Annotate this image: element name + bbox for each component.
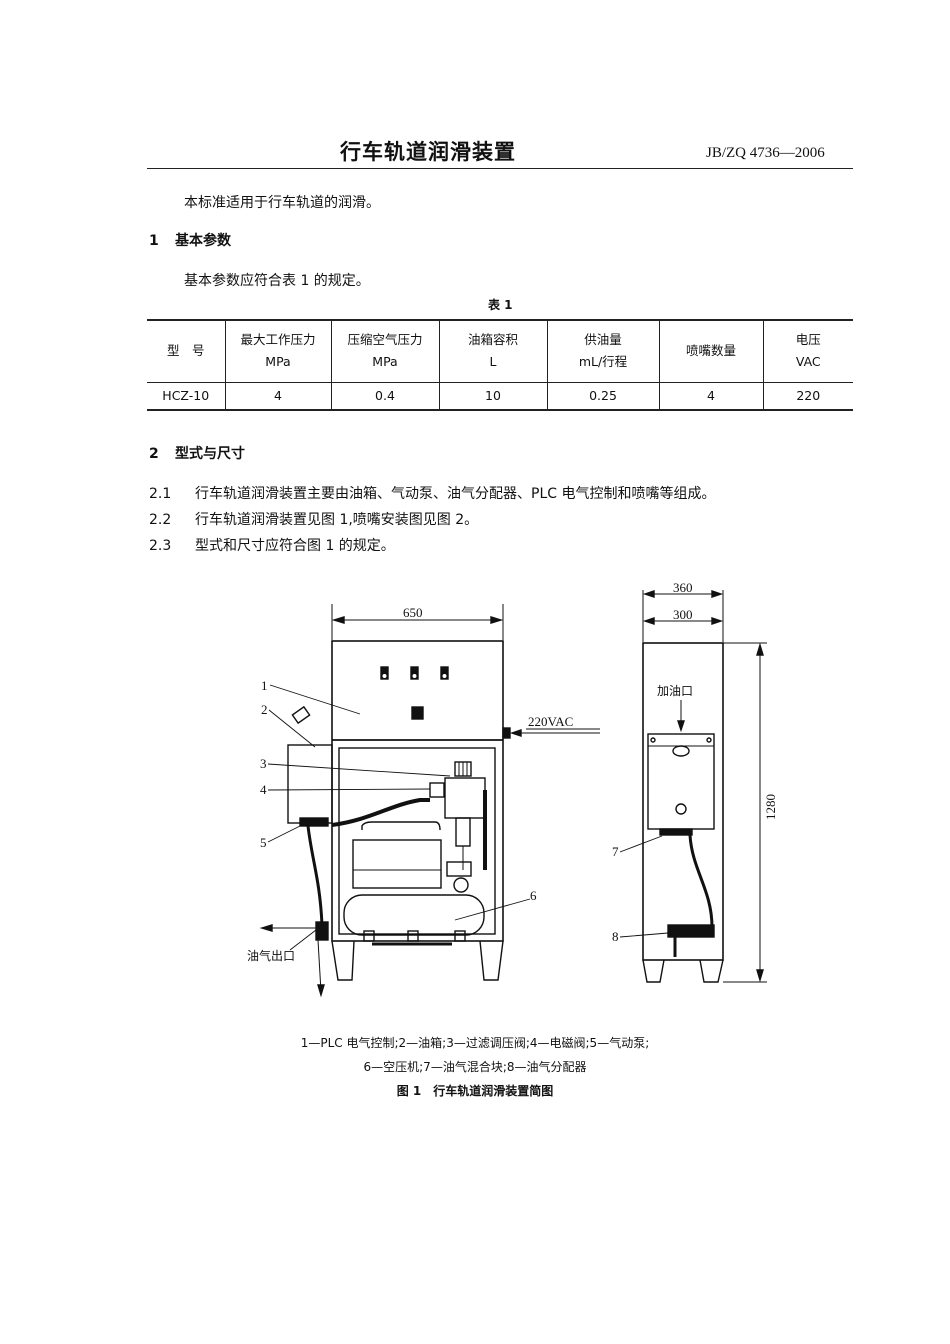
section-number: 1 (149, 233, 159, 249)
header-rule (147, 168, 853, 169)
width-dimension-650: 650 (403, 605, 423, 620)
section-title: 型式与尺寸 (175, 446, 245, 462)
standard-number: JB/ZQ 4736—2006 (706, 145, 825, 161)
figure-legend-line-1: 1—PLC 电气控制;2—油箱;3—过滤调压阀;4—电磁阀;5—气动泵; (300, 1036, 650, 1050)
side-view (619, 590, 767, 983)
section-2-heading: 2 型式与尺寸 (149, 443, 245, 463)
table-cell: 4 (224, 382, 331, 410)
front-view (259, 604, 600, 998)
section-1-heading: 1 基本参数 (149, 230, 231, 250)
table-row: HCZ-10 4 0.4 10 0.25 4 220 (147, 382, 853, 410)
section-title: 基本参数 (175, 233, 231, 249)
outlet-label: 油气出口 (247, 948, 295, 963)
table-caption: 表 1 (488, 298, 513, 312)
section-1-text: 基本参数应符合表 1 的规定。 (184, 273, 370, 289)
header-cell: 喷嘴数量 (658, 320, 763, 382)
document-title: 行车轨道润滑装置 (340, 140, 516, 164)
fill-port-label: 加油口 (657, 684, 693, 698)
power-label: 220VAC (528, 714, 573, 729)
height-dimension-1280: 1280 (763, 794, 778, 820)
width-dimension-360: 360 (673, 580, 693, 595)
callout-4: 4 (260, 782, 267, 797)
side-view-labels: 360 300 1280 加油口 7 8 (612, 580, 778, 944)
callout-6: 6 (530, 888, 537, 903)
table-cell: 0.4 (330, 382, 439, 410)
table-cell: HCZ-10 (162, 387, 210, 403)
table-cell: 10 (438, 382, 547, 410)
figure-caption: 图 1 行车轨道润滑装置简图 (396, 1084, 554, 1098)
figure-legend-line-2: 6—空压机;7—油气混合块;8—油气分配器 (363, 1060, 587, 1074)
callout-5: 5 (260, 835, 267, 850)
callout-7: 7 (612, 844, 619, 859)
section-number: 2 (149, 446, 159, 462)
callout-2: 2 (261, 702, 268, 717)
table-cell: 0.25 (546, 382, 659, 410)
table-cell: 4 (658, 382, 763, 410)
table-cell: 220 (762, 382, 853, 410)
callout-1: 1 (261, 678, 268, 693)
header-cell: 型 号 (166, 343, 205, 359)
width-dimension-300: 300 (673, 607, 693, 622)
callout-8: 8 (612, 929, 619, 944)
front-view-labels: 650 220VAC 1 2 3 4 5 6 油气出口 (247, 605, 573, 963)
callout-3: 3 (260, 756, 267, 771)
intro-paragraph: 本标准适用于行车轨道的润滑。 (184, 195, 380, 211)
